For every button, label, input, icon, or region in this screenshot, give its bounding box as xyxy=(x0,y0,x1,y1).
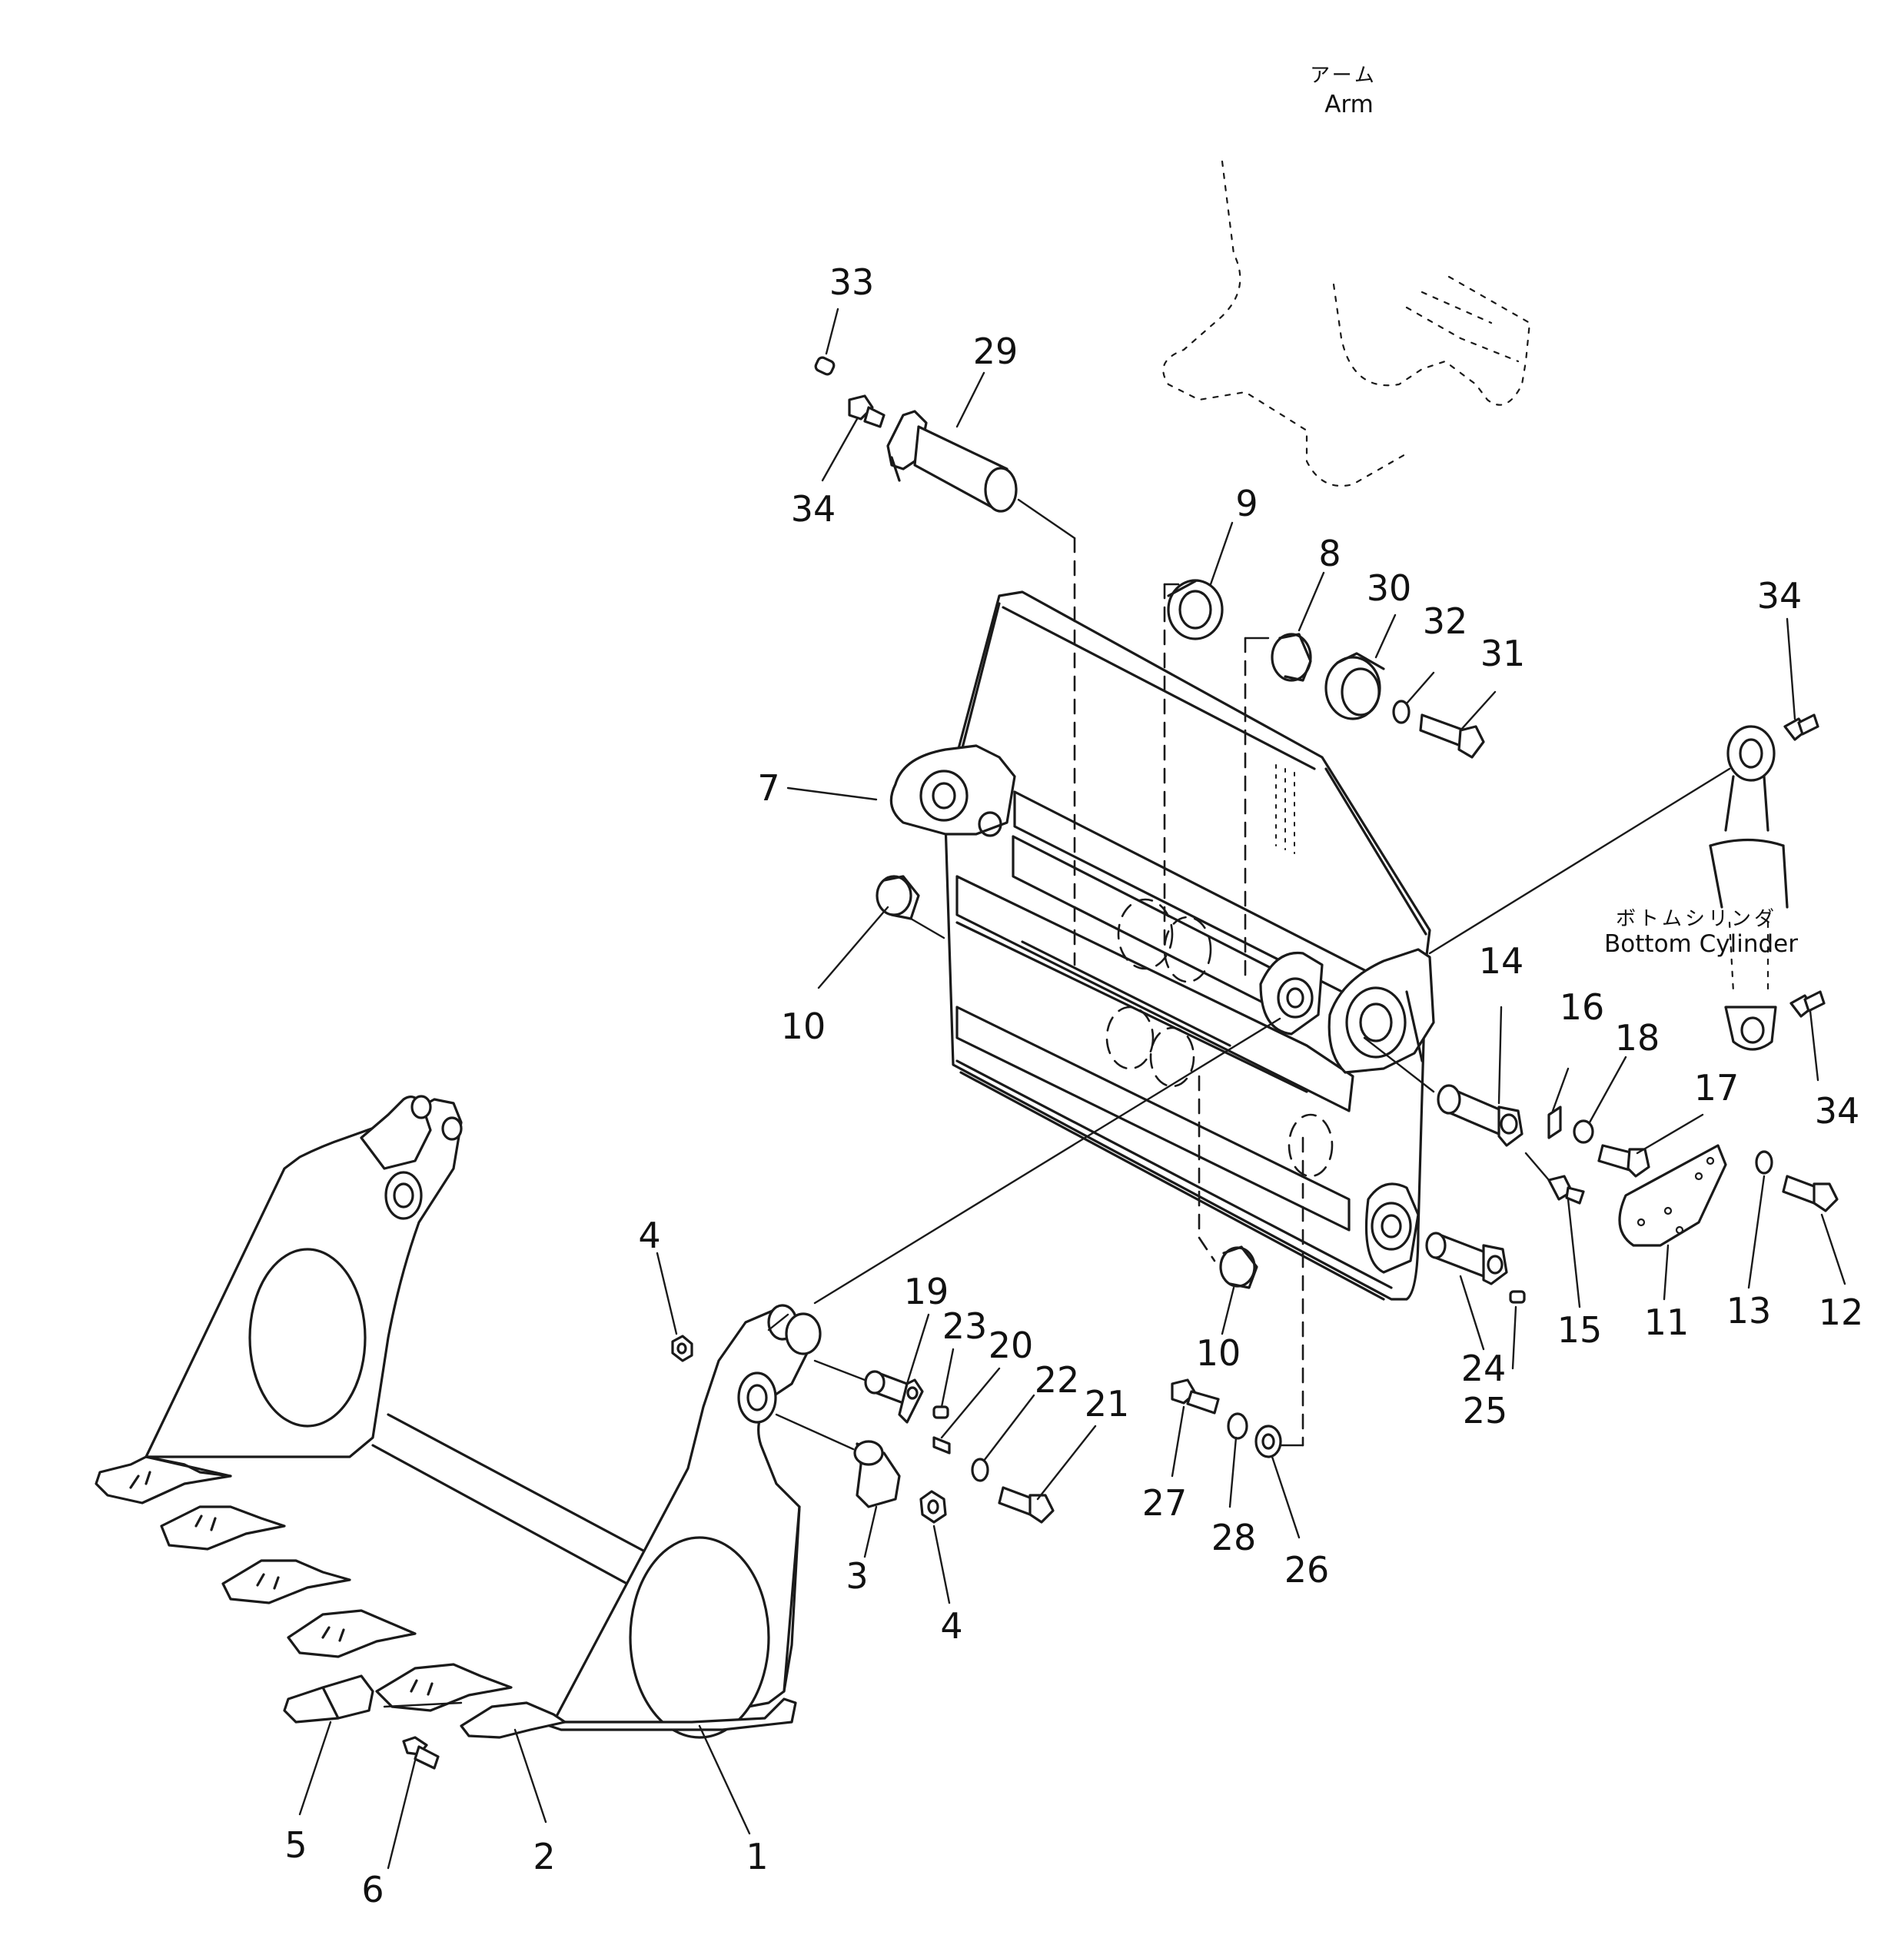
pin-14 xyxy=(1437,1084,1524,1147)
callout-25: 25 xyxy=(1462,1390,1508,1431)
washer-28 xyxy=(1227,1412,1248,1440)
callout-4-lower: 4 xyxy=(940,1605,963,1647)
callout-16: 16 xyxy=(1559,986,1605,1028)
bolt-34-c xyxy=(1789,990,1826,1018)
plug-25 xyxy=(1509,1290,1526,1304)
bolt-17 xyxy=(1597,1144,1650,1178)
washer-13 xyxy=(1755,1150,1773,1175)
callout-4-upper: 4 xyxy=(638,1215,661,1256)
nut-4-b xyxy=(919,1490,947,1524)
callout-10-lower: 10 xyxy=(1195,1332,1241,1374)
washer-32 xyxy=(1392,700,1411,724)
washer-26 xyxy=(1254,1425,1282,1458)
callout-19: 19 xyxy=(903,1271,949,1312)
pin-20 xyxy=(932,1436,951,1455)
pin-29 xyxy=(886,410,1018,513)
callout-1: 1 xyxy=(746,1836,769,1877)
callout-8: 8 xyxy=(1318,533,1341,574)
callout-30: 30 xyxy=(1366,567,1412,609)
bushing-9 xyxy=(1167,579,1224,640)
callout-6: 6 xyxy=(361,1869,384,1910)
plug-23 xyxy=(932,1405,949,1419)
callout-29: 29 xyxy=(972,331,1018,372)
bushing-3 xyxy=(853,1440,901,1508)
bolt-34-a xyxy=(848,394,886,428)
callout-10-upper: 10 xyxy=(780,1006,826,1047)
arm-label-jp: アーム xyxy=(1310,64,1377,88)
washer-18 xyxy=(1573,1119,1594,1144)
bottom-cylinder xyxy=(1709,725,1789,1051)
callout-34-left: 34 xyxy=(790,488,836,530)
bushing-10-b xyxy=(1219,1245,1258,1289)
callout-27: 27 xyxy=(1141,1482,1188,1524)
callout-9: 9 xyxy=(1235,483,1258,524)
callout-24: 24 xyxy=(1460,1348,1507,1389)
callout-5: 5 xyxy=(284,1824,307,1866)
callout-leaders xyxy=(298,308,1846,1870)
cover-11 xyxy=(1618,1144,1727,1247)
pin-6 xyxy=(402,1736,440,1770)
callout-22: 22 xyxy=(1034,1359,1080,1401)
arm-label-en: Arm xyxy=(1324,91,1374,118)
bushing-8 xyxy=(1271,633,1312,682)
callout-7: 7 xyxy=(757,767,780,809)
cylinder-label-jp: ボトムシリンダ xyxy=(1615,907,1778,931)
bolt-21 xyxy=(998,1486,1055,1524)
bolt-31 xyxy=(1419,713,1485,759)
fitting-15 xyxy=(1547,1175,1585,1205)
bolt-12 xyxy=(1782,1175,1839,1212)
plate-16 xyxy=(1547,1105,1562,1139)
tooth-5 xyxy=(283,1674,374,1724)
callout-33: 33 xyxy=(829,261,875,303)
callout-2: 2 xyxy=(533,1836,556,1877)
teeth-row xyxy=(95,1455,567,1739)
bolt-34-b xyxy=(1783,713,1819,741)
bushing-10-a xyxy=(876,875,920,920)
callout-18: 18 xyxy=(1614,1017,1660,1059)
callout-23: 23 xyxy=(942,1305,988,1347)
callout-21: 21 xyxy=(1084,1383,1130,1425)
pin-19 xyxy=(864,1370,924,1424)
callout-3: 3 xyxy=(846,1555,869,1597)
callout-34-upper-right: 34 xyxy=(1756,575,1803,617)
callout-20: 20 xyxy=(988,1325,1034,1366)
callout-32: 32 xyxy=(1422,600,1468,642)
callout-28: 28 xyxy=(1211,1517,1257,1558)
arm-outline xyxy=(1162,160,1531,487)
nut-4-a xyxy=(671,1335,693,1362)
callout-34-lower-right: 34 xyxy=(1814,1090,1860,1132)
callout-12: 12 xyxy=(1818,1292,1864,1333)
ring-30 xyxy=(1324,652,1385,720)
callout-15: 15 xyxy=(1557,1309,1603,1351)
callout-13: 13 xyxy=(1726,1290,1772,1332)
callout-11: 11 xyxy=(1643,1302,1690,1343)
bolt-27 xyxy=(1171,1378,1220,1415)
cylinder-label-en: Bottom Cylinder xyxy=(1604,930,1798,958)
callout-14: 14 xyxy=(1478,940,1524,982)
callout-26: 26 xyxy=(1284,1549,1330,1591)
callout-17: 17 xyxy=(1693,1067,1740,1109)
bucket xyxy=(95,1095,822,1739)
pin-24 xyxy=(1425,1232,1508,1285)
washer-22 xyxy=(971,1458,989,1482)
coupler-body xyxy=(889,537,1435,1447)
callout-31: 31 xyxy=(1480,633,1526,674)
